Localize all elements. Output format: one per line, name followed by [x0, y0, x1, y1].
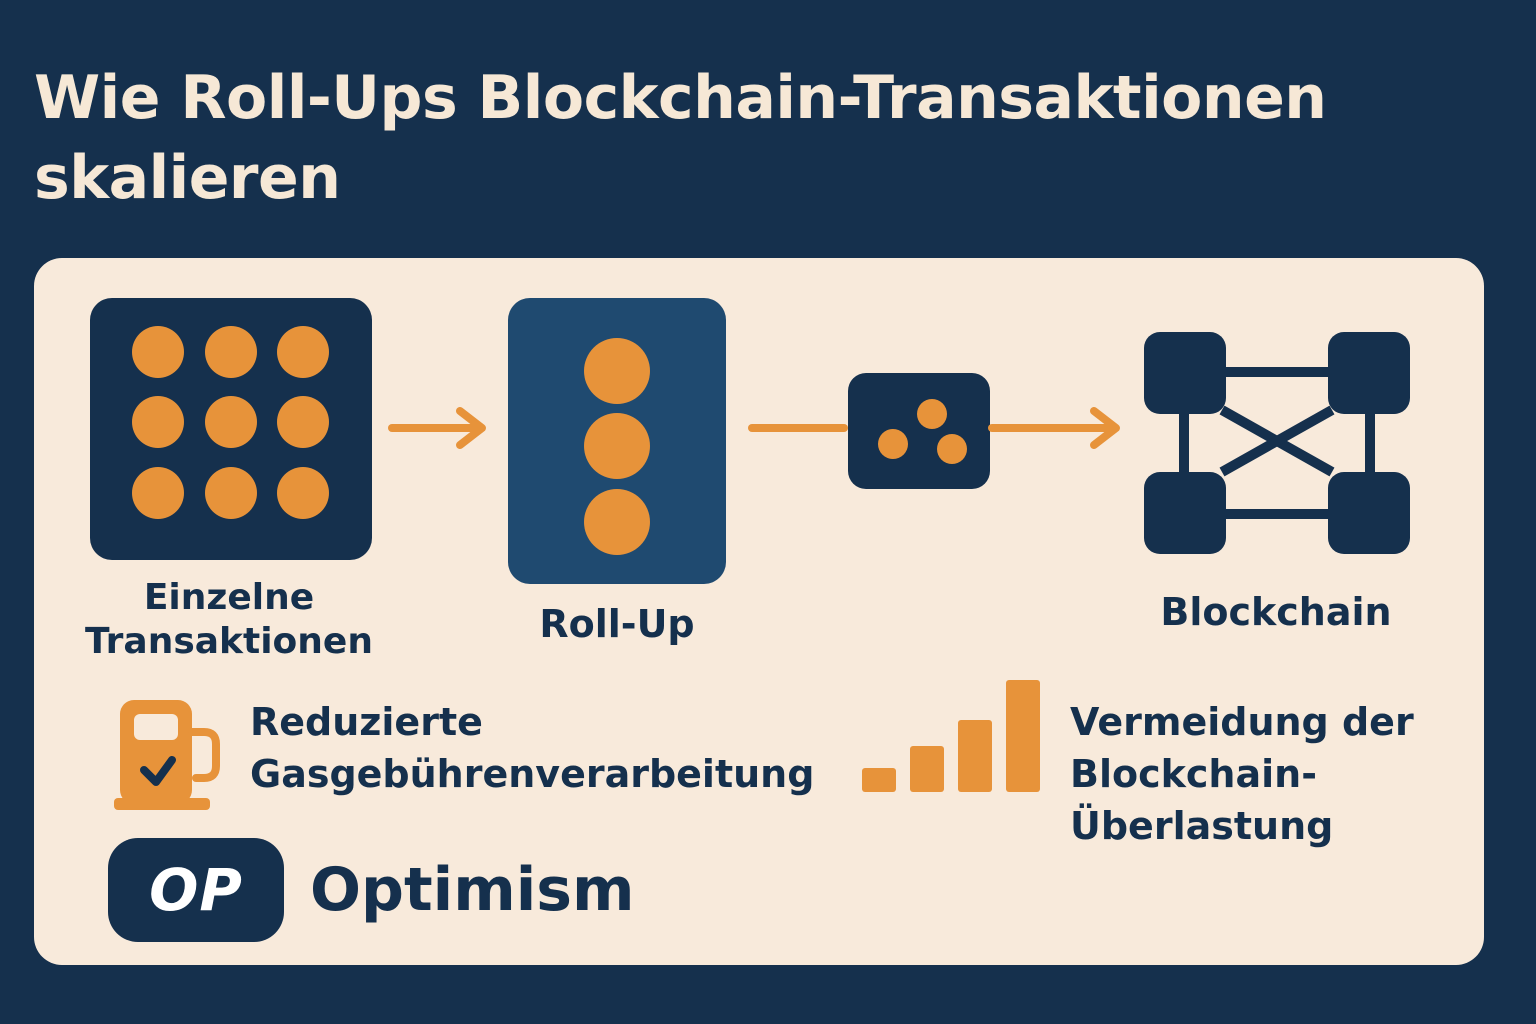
gas-feature-line1: Reduzierte	[250, 700, 483, 744]
rollup-dot	[584, 338, 650, 404]
transaction-dot	[205, 396, 257, 448]
transactions-label: Einzelne Transaktionen	[64, 576, 394, 664]
blockchain-label: Blockchain	[1160, 590, 1392, 634]
arrow-line	[748, 424, 848, 432]
arrow-icon	[388, 407, 486, 449]
transaction-dot	[277, 396, 329, 448]
congestion-feature-line2: Blockchain-	[1070, 752, 1317, 796]
congestion-feature-text: Vermeidung der Blockchain- Überlastung	[1070, 696, 1414, 852]
transaction-dot	[132, 467, 184, 519]
transaction-dot	[277, 467, 329, 519]
transaction-dot	[205, 467, 257, 519]
batch-dot	[917, 399, 947, 429]
brand-name: Optimism	[310, 855, 635, 925]
rollup-box	[508, 298, 726, 584]
rollup-dot	[584, 489, 650, 555]
transaction-dot	[132, 326, 184, 378]
fuel-pump-check-icon	[114, 700, 220, 810]
transactions-box	[90, 298, 372, 560]
batch-dot	[937, 434, 967, 464]
diagram-panel: Einzelne Transaktionen Roll-Up	[34, 258, 1484, 965]
rollup-dot	[584, 413, 650, 479]
transactions-label-line2: Transaktionen	[85, 621, 373, 662]
batch-dot	[878, 429, 908, 459]
transaction-dot	[277, 326, 329, 378]
congestion-feature-line3: Überlastung	[1070, 804, 1334, 848]
gas-feature-text: Reduzierte Gasgebührenverarbeitung	[250, 696, 814, 800]
transaction-dot	[132, 396, 184, 448]
batch-box	[848, 373, 990, 489]
page-title: Wie Roll-Ups Blockchain-Transaktionen sk…	[34, 63, 1327, 213]
gas-feature-line2: Gasgebührenverarbeitung	[250, 752, 815, 796]
transaction-dot	[205, 326, 257, 378]
arrow-icon	[988, 407, 1120, 449]
rollup-label: Roll-Up	[539, 602, 695, 646]
transactions-label-line1: Einzelne	[143, 577, 315, 618]
optimism-logo-text: OP	[149, 856, 243, 924]
optimism-logo: OP	[108, 838, 284, 942]
congestion-feature-line1: Vermeidung der	[1070, 700, 1414, 744]
blockchain-network-icon	[1144, 332, 1410, 554]
bar-chart-icon	[862, 680, 1040, 792]
